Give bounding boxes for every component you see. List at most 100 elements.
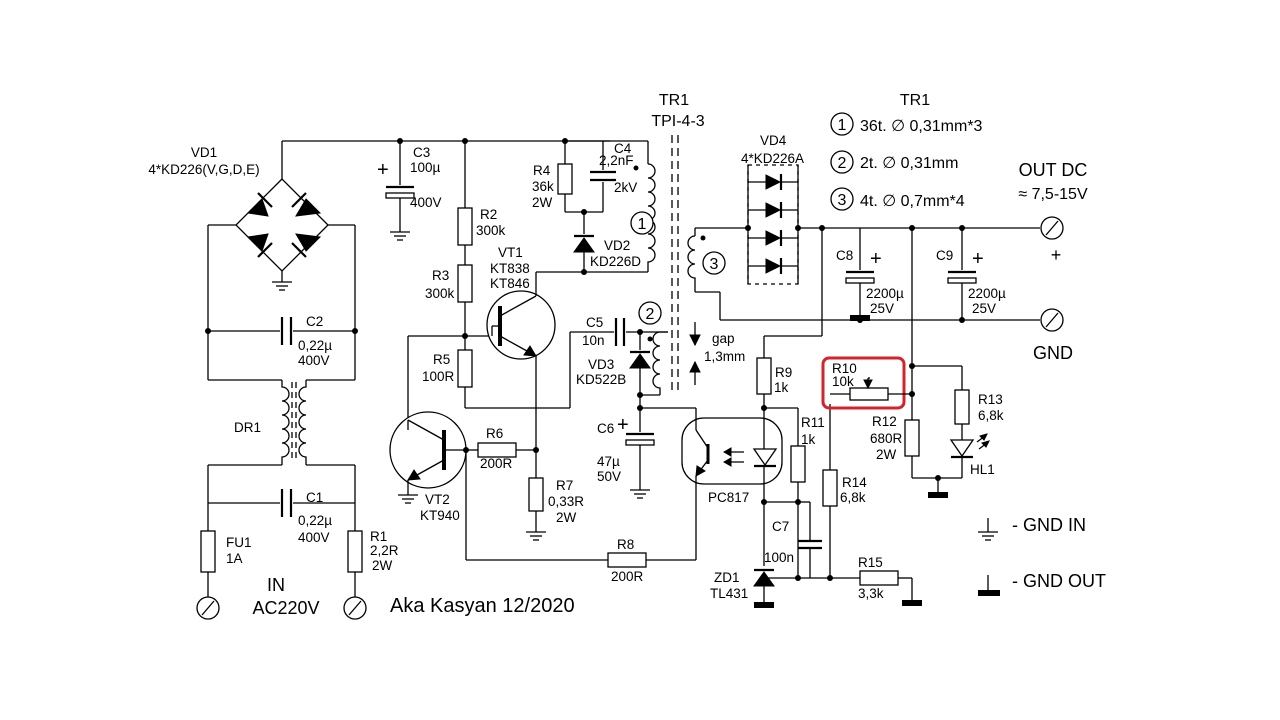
c7-label: C7: [772, 519, 789, 534]
r2-label: R2: [480, 207, 497, 222]
pc817-label: PC817: [708, 490, 749, 505]
gap-label: gap: [712, 331, 735, 346]
diode-vd2: [573, 237, 595, 253]
c3-label: C3: [413, 145, 430, 160]
c9-plus: +: [972, 248, 984, 270]
potentiometer-r10[interactable]: [821, 356, 912, 410]
legend-winding-3-num: 3: [838, 192, 847, 209]
c2-label: C2: [306, 314, 323, 329]
vt1-type2: KT846: [490, 276, 530, 291]
r9-value: 1k: [774, 380, 789, 395]
fuse-fu1: [200, 530, 216, 573]
gnd-in-label: - GND IN: [1012, 515, 1086, 535]
gnd-out-label: - GND OUT: [1012, 571, 1106, 591]
r8-label: R8: [617, 537, 634, 552]
r12-value: 680R: [870, 431, 903, 446]
c1-label: C1: [306, 490, 323, 505]
resistor-r3: [457, 264, 473, 303]
legend-winding-3-spec: 4t. ∅ 0,7mm*4: [860, 193, 965, 210]
r4-power: 2W: [532, 195, 553, 210]
zd1-value: TL431: [710, 586, 748, 601]
r4-label: R4: [533, 163, 551, 178]
c6-label: C6: [597, 421, 614, 436]
vd4-value: 4*KD226A: [741, 151, 804, 166]
capacitor-c6-group: +: [617, 405, 697, 499]
hl1-label: HL1: [970, 462, 995, 477]
c4-label: C4: [614, 141, 632, 156]
bridge-vd1: [207, 141, 356, 331]
output-voltage: ≈ 7,5-15V: [1018, 186, 1088, 203]
output-label: OUT DC: [1019, 160, 1088, 180]
c8-plus: +: [870, 248, 882, 270]
led-hl1: [949, 439, 975, 458]
vd4-label: VD4: [760, 133, 787, 148]
r1-label: R1: [370, 529, 387, 544]
resistor-r1: [347, 530, 363, 573]
vt1-type1: KT838: [490, 261, 530, 276]
c4-value: 2,2nF: [599, 153, 634, 168]
r10-label: R10: [832, 361, 857, 376]
resistor-r8-group: [607, 482, 697, 568]
r14-value: 6,8k: [840, 490, 866, 505]
vd1-label: VD1: [191, 145, 217, 160]
author-signature: Aka Kasyan 12/2020: [390, 595, 575, 617]
output-plus: +: [1051, 245, 1062, 265]
resistor-r2: [457, 207, 473, 246]
optocoupler-pc817: [681, 417, 783, 485]
r14-label: R14: [842, 475, 867, 490]
resistor-r10: [849, 387, 889, 401]
c2-voltage: 400V: [298, 353, 330, 368]
c9-voltage: 25V: [972, 301, 996, 316]
resistor-r15: [859, 570, 899, 586]
winding-2-marker-num: 2: [646, 306, 655, 323]
vd2-value: KD226D: [590, 254, 641, 269]
resistor-r12: [904, 419, 920, 457]
c3-voltage: 400V: [410, 195, 442, 210]
c9-value: 2200µ: [968, 286, 1006, 301]
resistor-r9: [756, 357, 772, 395]
legend-winding-2-num: 2: [838, 155, 847, 172]
r9-label: R9: [775, 365, 792, 380]
c6-voltage: 50V: [597, 469, 621, 484]
fu1-value: 1A: [226, 551, 243, 566]
r7-power: 2W: [556, 510, 577, 525]
c5-value: 10n: [582, 333, 605, 348]
r13-value: 6,8k: [978, 408, 1004, 423]
resistor-r4: [557, 163, 573, 195]
vd1-value: 4*KD226(V,G,D,E): [148, 162, 259, 177]
output-bus: + +: [763, 225, 1040, 358]
transformer-tr1: [603, 135, 860, 409]
c5-label: C5: [586, 315, 603, 330]
r12-power: 2W: [876, 447, 897, 462]
r3-label: R3: [432, 268, 449, 283]
r1-power: 2W: [372, 558, 393, 573]
r11-label: R11: [801, 415, 825, 430]
r12-label: R12: [872, 414, 897, 429]
r15-value: 3,3k: [858, 586, 884, 601]
transistor-vt1: [486, 271, 584, 448]
r8-value: 200R: [611, 569, 644, 584]
c6-plus: +: [617, 414, 629, 436]
r7-label: R7: [556, 478, 573, 493]
winding-3-marker: [702, 251, 726, 275]
legend-winding-2-spec: 2t. ∅ 0,31mm: [860, 155, 958, 172]
resistor-r6: [477, 442, 517, 458]
r13-label: R13: [978, 392, 1003, 407]
r3-value: 300k: [425, 286, 455, 301]
winding-1-marker: [630, 211, 654, 235]
c3-value: 100µ: [410, 160, 441, 175]
vd2-label: VD2: [604, 238, 630, 253]
transistor-vt2: [389, 411, 467, 504]
c8-voltage: 25V: [870, 301, 894, 316]
legend-winding-1-spec: 36t. ∅ 0,31mm*3: [860, 118, 983, 135]
r6-value: 200R: [480, 456, 513, 471]
r5-value: 100R: [422, 369, 455, 384]
legend-title: TR1: [900, 92, 930, 109]
indicator-network: [904, 228, 990, 498]
resistor-r11: [790, 445, 806, 483]
winding-legend: TR1 1 36t. ∅ 0,31mm*3 2 2t. ∅ 0,31mm 3 4…: [830, 92, 983, 211]
c8-label: C8: [836, 248, 853, 263]
input-voltage-label: AC220V: [252, 598, 319, 618]
